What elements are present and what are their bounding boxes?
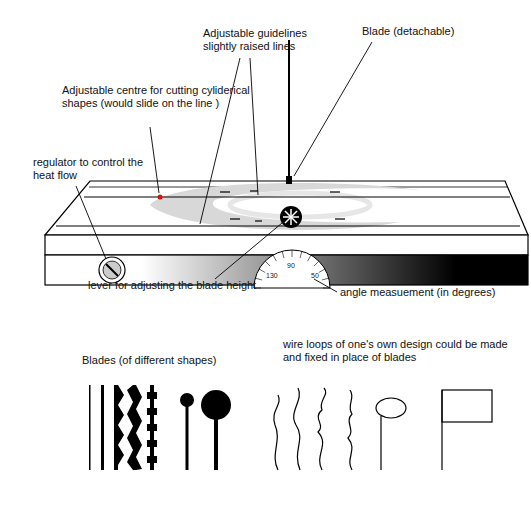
wire-stem (380, 416, 381, 470)
tick (308, 255, 312, 261)
blade-stem (214, 405, 218, 470)
leader-line (314, 279, 337, 292)
tick (300, 251, 302, 258)
blade-holder (286, 176, 292, 184)
blade-serrated (114, 385, 124, 470)
leader-line (294, 42, 372, 176)
callout-label: lever for adjusting the blade height (88, 279, 256, 292)
note-text: wire loops of one's own design could be … (283, 338, 523, 364)
protractor-ticks (254, 250, 330, 288)
callout-label: angle measuement (in degrees) (340, 286, 495, 299)
spoke (285, 211, 297, 223)
wire-loops (274, 388, 492, 470)
blade-flat (101, 385, 104, 470)
spoke (285, 211, 297, 223)
tick (322, 278, 329, 280)
tick (314, 261, 319, 266)
knob-pointer (106, 264, 118, 276)
scale-number: 50 (311, 272, 319, 280)
guideline (84, 197, 510, 198)
tick (255, 278, 262, 280)
leader-line (76, 186, 106, 259)
tick (259, 269, 265, 273)
callout-label: Adjustable centre for cutting cyliderica… (62, 84, 277, 110)
dash (250, 190, 258, 191)
blade-stem (186, 400, 189, 470)
wire-loop (274, 395, 279, 470)
wire-loop (294, 388, 300, 470)
tick (292, 250, 293, 257)
tick (319, 269, 325, 273)
scale-number: 90 (287, 262, 295, 270)
dash (330, 191, 340, 192)
tick (282, 251, 284, 258)
wire-loop-flag (442, 390, 492, 422)
dash (230, 218, 240, 219)
leader-line (200, 58, 240, 224)
wire-loop-oval (376, 398, 406, 418)
protractor (254, 250, 330, 288)
wire-loop (348, 390, 352, 470)
table-top (45, 181, 528, 235)
callout-label: Blade (detachable) (362, 25, 454, 38)
lever (280, 206, 302, 228)
grey-swoosh (150, 183, 420, 230)
tick (273, 255, 277, 261)
blades (89, 385, 231, 470)
knob-face (103, 261, 121, 279)
wire-stem (441, 390, 442, 470)
leader-line (150, 127, 159, 193)
dash (335, 218, 345, 219)
callout-label: Adjustable guidelines slightly raised li… (203, 27, 328, 53)
wire-loop (318, 388, 326, 470)
scale-number: 130 (266, 272, 278, 280)
lever-spokes (283, 209, 299, 225)
blade-zigzag (127, 385, 142, 470)
blade-thin (89, 385, 91, 470)
dash (255, 220, 262, 221)
blade (288, 40, 290, 177)
section-heading: Blades (of different shapes) (82, 354, 216, 367)
dash (220, 191, 230, 192)
leader-line (215, 223, 282, 279)
adjustable-centre (158, 195, 163, 200)
tick (265, 261, 270, 266)
callout-label: regulator to control the heat flow (33, 156, 151, 182)
blade-notched (147, 385, 157, 470)
leader-line (250, 58, 258, 195)
